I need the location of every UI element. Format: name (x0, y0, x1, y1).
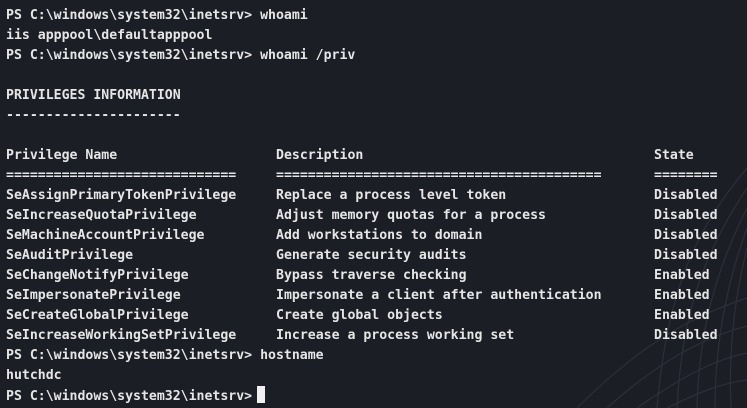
command-line: PS C:\windows\system32\inetsrv> hostname (6, 346, 747, 366)
table-row: SeCreateGlobalPrivilege Create global ob… (6, 306, 747, 326)
privilege-state: Disabled (654, 328, 718, 343)
prompt: PS C:\windows\system32\inetsrv> (6, 48, 253, 63)
table-row: SeAssignPrimaryTokenPrivilege Replace a … (6, 186, 747, 206)
privilege-name: SeMachineAccountPrivilege (6, 228, 205, 243)
table-row: SeIncreaseQuotaPrivilege Adjust memory q… (6, 206, 747, 226)
command-text: whoami (260, 8, 308, 23)
privilege-state: Enabled (654, 308, 710, 323)
command-text: whoami /priv (260, 48, 356, 63)
privilege-name: SeAssignPrimaryTokenPrivilege (6, 188, 237, 203)
table-row: SeIncreaseWorkingSetPrivilege Increase a… (6, 326, 747, 346)
active-command-line[interactable]: PS C:\windows\system32\inetsrv> (6, 386, 747, 406)
privilege-state: Enabled (654, 288, 710, 303)
privilege-name: SeIncreaseWorkingSetPrivilege (6, 328, 237, 343)
output-whoami: iis apppool\defaultapppool (6, 28, 213, 43)
privilege-name: SeAuditPrivilege (6, 248, 134, 263)
privilege-name: SeChangeNotifyPrivilege (6, 268, 189, 283)
table-separator-row: ============================= ==========… (6, 166, 747, 186)
header-privilege-name: Privilege Name (6, 148, 118, 163)
privilege-name: SeIncreaseQuotaPrivilege (6, 208, 197, 223)
privilege-description: Add workstations to domain (276, 228, 483, 243)
blank-line (6, 66, 747, 86)
privilege-description: Create global objects (276, 308, 443, 323)
command-line: PS C:\windows\system32\inetsrv> whoami /… (6, 46, 747, 66)
table-row: SeChangeNotifyPrivilege Bypass traverse … (6, 266, 747, 286)
text-cursor[interactable] (257, 386, 266, 403)
privilege-state: Disabled (654, 248, 718, 263)
table-row: SeMachineAccountPrivilege Add workstatio… (6, 226, 747, 246)
privilege-description: Generate security audits (276, 248, 467, 263)
privilege-state: Disabled (654, 208, 718, 223)
privilege-description: Impersonate a client after authenticatio… (276, 288, 602, 303)
table-row: SeAuditPrivilege Generate security audit… (6, 246, 747, 266)
blank-line (6, 126, 747, 146)
separator-description: ========================================… (276, 168, 602, 183)
command-line: PS C:\windows\system32\inetsrv> whoami (6, 6, 747, 26)
header-state: State (654, 148, 694, 163)
prompt: PS C:\windows\system32\inetsrv> (6, 8, 253, 23)
separator-state: ======== (654, 168, 718, 183)
section-title: PRIVILEGES INFORMATION (6, 88, 181, 103)
prompt: PS C:\windows\system32\inetsrv> (6, 348, 253, 363)
section-underline: ---------------------- (6, 108, 181, 123)
privilege-state: Enabled (654, 268, 710, 283)
table-header-row: Privilege Name Description State (6, 146, 747, 166)
privilege-state: Disabled (654, 228, 718, 243)
privilege-description: Increase a process working set (276, 328, 515, 343)
prompt: PS C:\windows\system32\inetsrv> (6, 389, 253, 404)
table-row: SeImpersonatePrivilege Impersonate a cli… (6, 286, 747, 306)
output-hostname: hutchdc (6, 368, 62, 383)
terminal-output: PS C:\windows\system32\inetsrv> whoami i… (6, 6, 747, 406)
privilege-name: SeCreateGlobalPrivilege (6, 308, 189, 323)
privilege-state: Disabled (654, 188, 718, 203)
privilege-description: Replace a process level token (276, 188, 507, 203)
header-description: Description (276, 148, 364, 163)
privilege-name: SeImpersonatePrivilege (6, 288, 181, 303)
command-text: hostname (260, 348, 324, 363)
separator-name: ============================= (6, 168, 237, 183)
privilege-description: Adjust memory quotas for a process (276, 208, 546, 223)
privilege-description: Bypass traverse checking (276, 268, 467, 283)
